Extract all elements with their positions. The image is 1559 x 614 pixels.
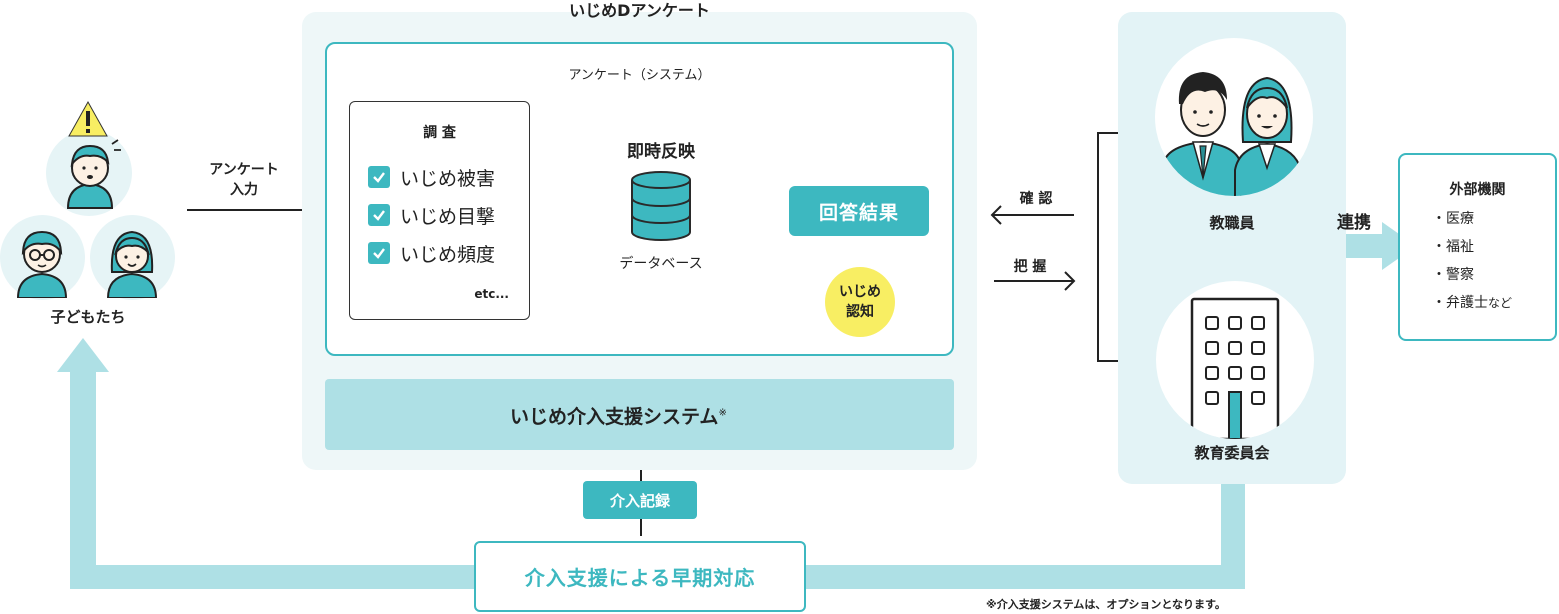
child-glasses-icon (16, 230, 68, 298)
etc-label: etc... (474, 287, 509, 301)
survey-heading: 調 査 (423, 125, 456, 141)
survey-input-line2: 入力 (230, 182, 258, 198)
database-icon (631, 171, 691, 241)
intervention-support-system-bar (325, 379, 954, 450)
teachers-label: 教職員 (1209, 214, 1255, 232)
external-title: 外部機関 (1449, 182, 1506, 198)
check-item: いじめ頻度 (368, 236, 529, 270)
support-system-text: いじめ介入支援システム (510, 406, 719, 428)
checkbox-checked-icon (368, 204, 390, 226)
check-item-label: いじめ被害 (400, 167, 496, 190)
instant-reflect-label: 即時反映 (627, 142, 695, 162)
external-item: ・医療 (1432, 211, 1474, 227)
external-agencies-box: 外部機関 ・医療 ・福祉 ・警察 ・弁護士など (1398, 153, 1557, 341)
confirm-label: 確 認 (1019, 191, 1053, 207)
grasp-arrow (994, 271, 1076, 291)
support-system-label: いじめ介入支援システム※ (510, 402, 727, 429)
badge-line1: いじめ (839, 283, 881, 300)
children-label: 子どもたち (50, 308, 126, 326)
teachers-circle (1155, 38, 1313, 196)
external-item-last: ・弁護士など (1432, 289, 1555, 317)
checkbox-checked-icon (368, 166, 390, 188)
note-mark: ※ (718, 407, 727, 419)
external-suffix: など (1488, 296, 1513, 310)
early-response-box: 介入支援による早期対応 (474, 541, 806, 612)
check-item: いじめ被害 (368, 160, 529, 194)
cooperation-label: 連携 (1337, 213, 1371, 233)
feedback-loop-arrow (806, 484, 1245, 589)
external-item: ・福祉 (1432, 239, 1474, 255)
check-item-label: いじめ頻度 (400, 243, 496, 266)
external-item: ・弁護士 (1432, 295, 1488, 311)
database-label: データベース (619, 256, 703, 272)
badge-line2: 認知 (846, 304, 874, 320)
worried-child-icon (66, 100, 121, 209)
teachers-icon (1162, 72, 1302, 196)
bullying-recognition-badge: いじめ 認知 (825, 267, 895, 337)
panel-title: いじめDアンケート (569, 1, 710, 20)
check-item-label: いじめ目撃 (400, 205, 496, 228)
grasp-label: 把 握 (1013, 259, 1047, 275)
survey-input-line1: アンケート (209, 162, 279, 178)
external-item: ・警察 (1432, 267, 1474, 283)
system-label: アンケート（システム） (568, 68, 711, 83)
survey-box: 調 査 いじめ被害 いじめ目撃 いじめ頻度 etc... (349, 101, 530, 320)
confirm-arrow (990, 205, 1074, 225)
checkbox-checked-icon (368, 242, 390, 264)
check-item: いじめ目撃 (368, 198, 529, 232)
child-girl-icon (106, 230, 158, 298)
feedback-loop-arrowhead (57, 338, 109, 372)
survey-input-arrow (187, 200, 314, 220)
building-icon (1190, 297, 1280, 439)
footnote: ※介入支援システムは、オプションとなります。 (986, 598, 1226, 611)
intervention-record-box: 介入記録 (583, 481, 697, 519)
board-label: 教育委員会 (1194, 444, 1270, 462)
survey-input-label: アンケート 入力 (190, 160, 298, 200)
feedback-loop-arrow-left (70, 372, 474, 589)
answer-result-box: 回答結果 (789, 186, 929, 236)
board-circle (1156, 281, 1314, 439)
